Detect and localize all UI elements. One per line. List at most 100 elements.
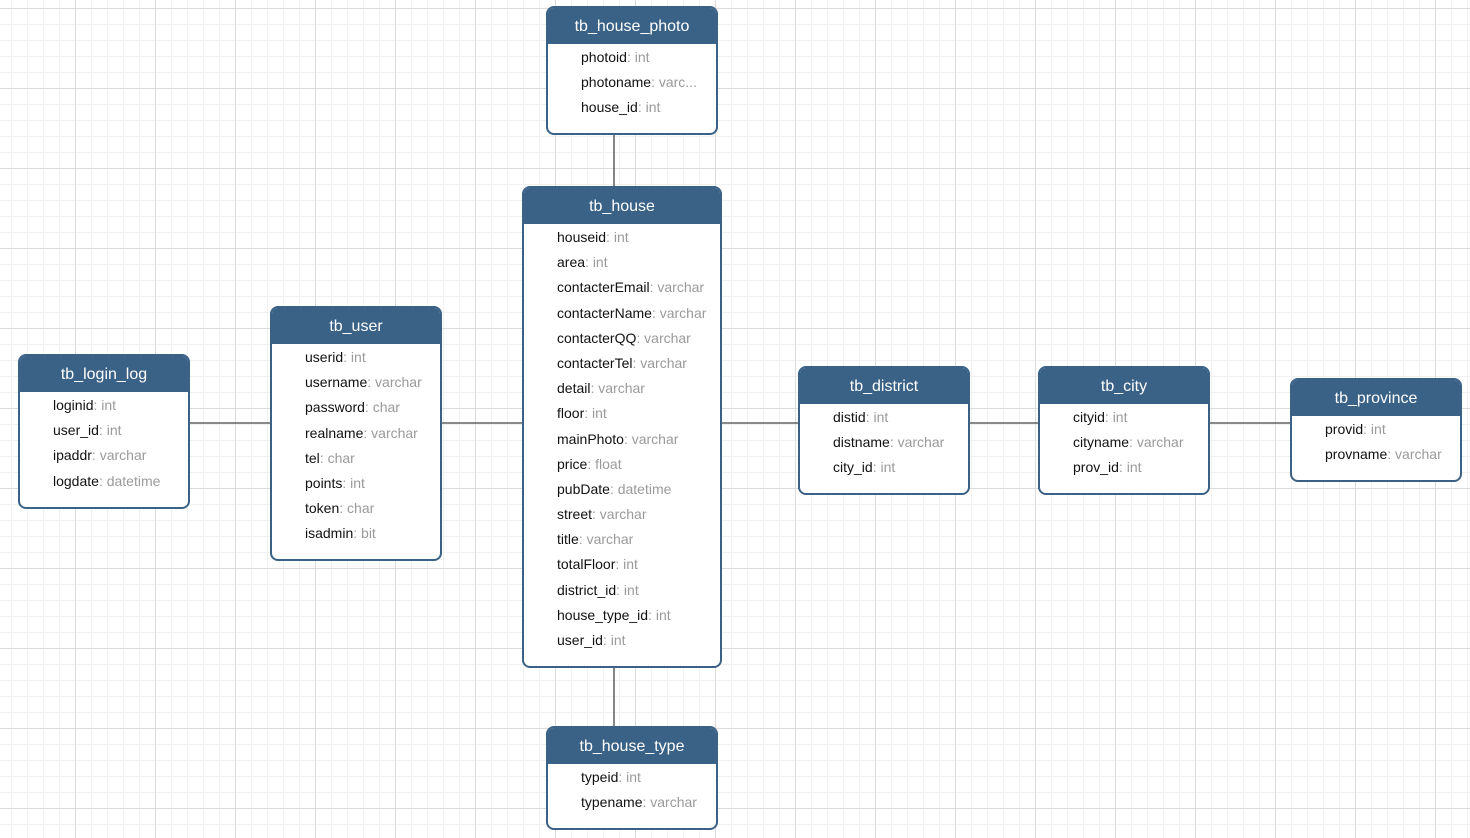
field-row-houseid[interactable]: houseid: int [557,229,720,254]
field-row-house_id[interactable]: house_id: int [581,99,716,124]
field-row-floor[interactable]: floor: int [557,405,720,430]
field-type: int [350,474,365,491]
field-type: varchar [640,354,687,371]
field-row-tel[interactable]: tel: char [305,450,440,475]
field-name: detail [557,380,591,397]
field-name: loginid [53,397,94,413]
entity-title: tb_house_photo [548,8,716,44]
field-type: varchar [657,279,705,296]
entity-title: tb_house_type [548,728,716,764]
field-name: userid [305,349,344,365]
field-row-cityname[interactable]: cityname: varchar [1073,434,1208,459]
field-name: points [305,474,343,491]
field-type: int [1112,409,1128,425]
field-type: int [592,254,608,271]
field-type: int [1370,421,1386,437]
field-type: varchar [659,304,707,321]
field-row-contacterTel[interactable]: contacterTel: varchar [557,355,720,380]
field-name: typeid [581,769,619,785]
field-name: area [557,254,586,271]
field-row-password[interactable]: password: char [305,399,440,424]
field-type: varchar [644,329,691,346]
field-type: varchar [99,447,147,464]
field-name: floor [557,405,585,422]
field-row-distname[interactable]: distname: varchar [833,434,968,459]
field-row-photoid[interactable]: photoid: int [581,49,716,74]
field-row-points[interactable]: points: int [305,475,440,500]
field-row-house_type_id[interactable]: house_type_id: int [557,607,720,632]
field-row-isadmin[interactable]: isadmin: bit [305,525,440,550]
entity-title: tb_house [524,188,720,224]
field-row-username[interactable]: username: varchar [305,374,440,399]
field-separator: : [602,632,611,648]
field-name: totalFloor [557,556,616,573]
field-row-mainPhoto[interactable]: mainPhoto: varchar [557,431,720,456]
field-type: varchar [599,506,647,523]
field-type: varchar [897,434,945,451]
field-row-user_id[interactable]: user_id: int [557,632,720,657]
field-row-provid[interactable]: provid: int [1325,421,1460,446]
field-separator: : [367,374,376,391]
field-separator: : [339,500,348,517]
field-row-city_id[interactable]: city_id: int [833,459,968,484]
entity-title: tb_district [800,368,968,404]
field-row-contacterEmail[interactable]: contacterEmail: varchar [557,279,720,304]
field-separator: : [584,405,593,422]
field-row-logdate[interactable]: logdate: datetime [53,473,188,498]
field-row-provname[interactable]: provname: varchar [1325,446,1460,471]
field-separator: : [609,480,618,497]
field-type: int [880,459,896,476]
field-row-loginid[interactable]: loginid: int [53,397,188,422]
field-row-user_id[interactable]: user_id: int [53,422,188,447]
field-separator: : [1387,446,1396,463]
field-separator: : [578,531,587,548]
field-separator: : [91,447,100,464]
field-type: char [327,449,355,466]
field-row-userid[interactable]: userid: int [305,349,440,374]
field-row-typeid[interactable]: typeid: int [581,769,716,794]
field-separator: : [606,229,614,245]
field-separator: : [364,399,373,416]
entity-title: tb_login_log [20,356,188,392]
field-row-typename[interactable]: typename: varchar [581,794,716,819]
field-row-detail[interactable]: detail: varchar [557,380,720,405]
field-row-area[interactable]: area: int [557,254,720,279]
field-row-title[interactable]: title: varchar [557,531,720,556]
field-type: int [645,99,661,116]
field-name: houseid [557,229,607,245]
field-type: varchar [586,531,634,548]
field-name: user_id [557,632,603,648]
field-type: int [873,409,889,425]
field-name: provid [1325,421,1364,437]
field-row-ipaddr[interactable]: ipaddr: varchar [53,447,188,472]
field-row-distid[interactable]: distid: int [833,409,968,434]
field-name: mainPhoto [557,430,624,447]
field-separator: : [648,606,656,623]
field-type: int [350,349,366,365]
field-row-contacterQQ[interactable]: contacterQQ: varchar [557,330,720,355]
field-row-price[interactable]: price: float [557,456,720,481]
field-row-photoname[interactable]: photoname: varc... [581,74,716,99]
field-row-street[interactable]: street: varchar [557,506,720,531]
field-row-pubDate[interactable]: pubDate: datetime [557,481,720,506]
field-row-cityid[interactable]: cityid: int [1073,409,1208,434]
field-row-realname[interactable]: realname: varchar [305,425,440,450]
field-separator: : [592,506,600,523]
field-type: int [106,422,122,439]
field-row-totalFloor[interactable]: totalFloor: int [557,556,720,581]
field-row-token[interactable]: token: char [305,500,440,525]
field-type: int [634,49,650,65]
field-row-prov_id[interactable]: prov_id: int [1073,459,1208,484]
field-row-contacterName[interactable]: contacterName: varchar [557,305,720,330]
field-row-district_id[interactable]: district_id: int [557,582,720,607]
